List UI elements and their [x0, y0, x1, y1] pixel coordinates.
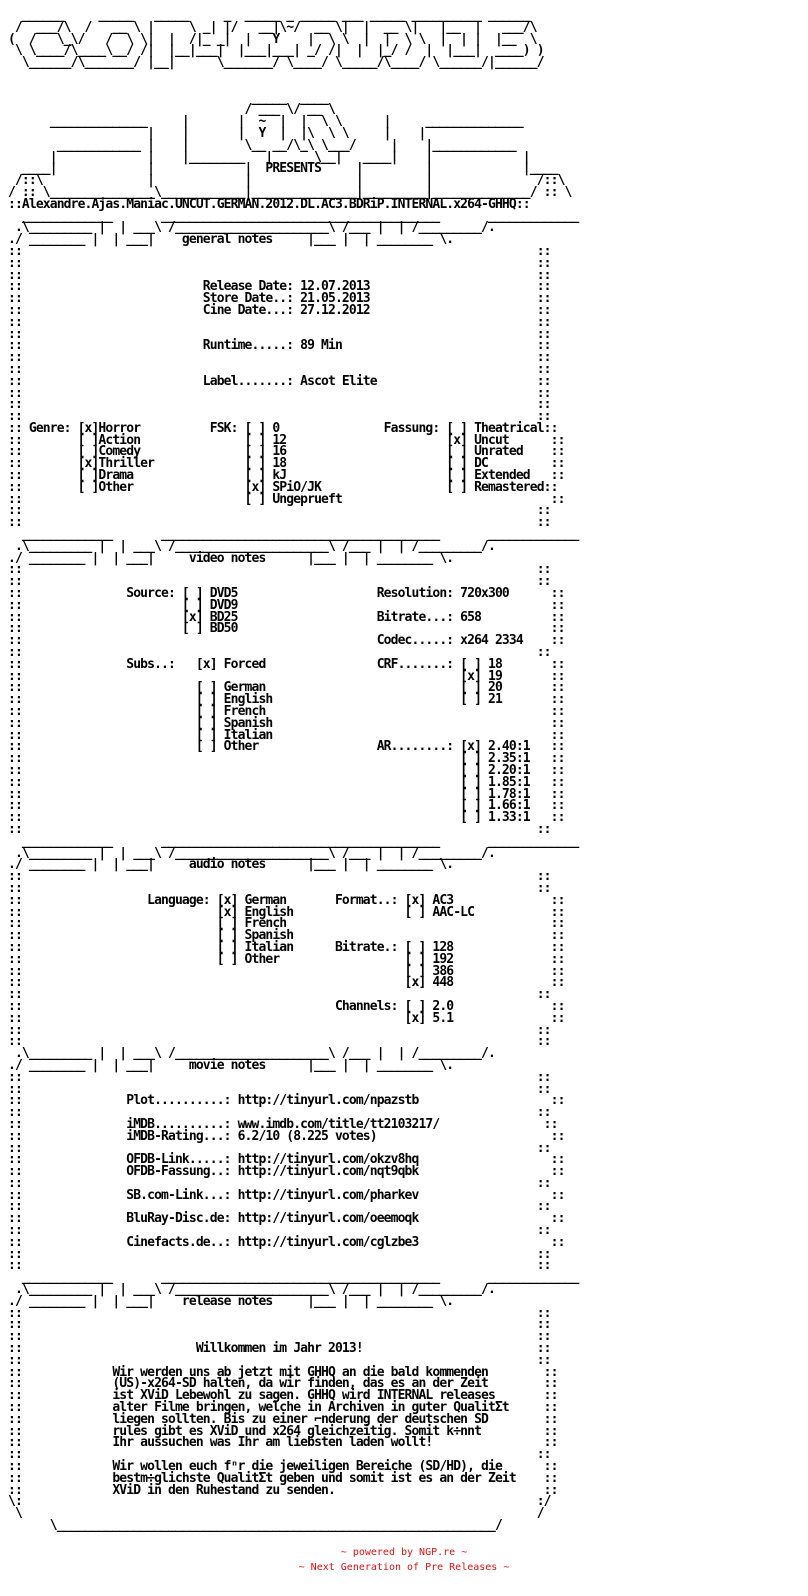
nfo-ascii-text: ______ _____ _____ _ _____ _ _____ ___ _… — [8, 8, 579, 1533]
footer-tagline: ~ Next Generation of Pre Releases ~ — [298, 1562, 510, 1573]
footer-powered-by-link[interactable]: ~ powered by NGP.re ~ — [340, 1547, 468, 1558]
footer: ~ powered by NGP.re ~ ~ Next Generation … — [0, 1545, 808, 1575]
